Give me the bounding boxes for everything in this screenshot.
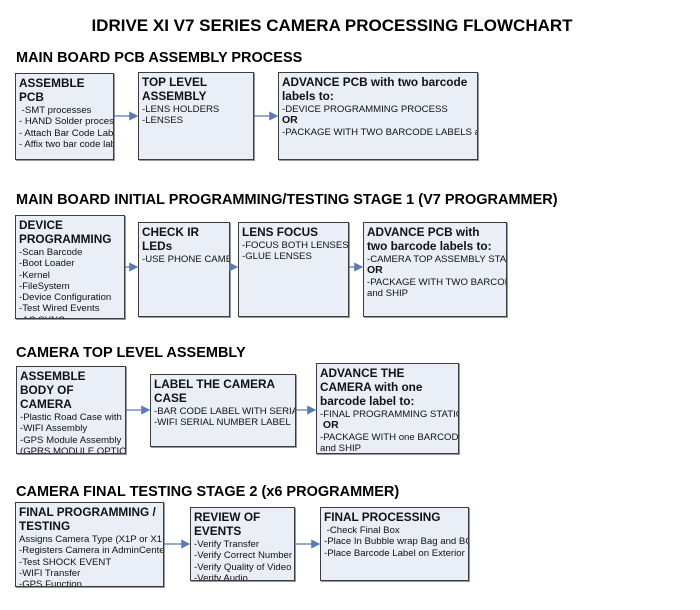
box-line: -Place In Bubble wrap Bag and BOX [324,536,469,548]
process-box: ADVANCE PCB with two barcode labels to:-… [278,72,478,160]
box-line: -Test Wired Events [19,303,100,315]
box-title: REVIEW OF EVENTS [194,510,261,538]
process-box: TOP LEVEL ASSEMBLY-LENS HOLDERS-LENSES [138,72,254,160]
box-line: -WIFI Transfer [19,567,81,579]
box-title: CHECK IR LEDs [142,225,200,253]
box-line: -FOCUS BOTH LENSES [242,240,349,251]
box-line: (GPRS MODULE OPTIONAL [20,445,126,454]
box-title: ADVANCE PCB with two barcode labels to: [367,225,492,253]
box-title: LENS FOCUS [242,225,319,239]
box-title: FINAL PROGRAMMING / TESTING [19,505,156,533]
box-line: -AC SYNC [19,315,121,318]
process-box: LENS FOCUS-FOCUS BOTH LENSES-GLUE LENSES [238,222,349,317]
process-box: ASSEMBLE BODY OF CAMERA-Plastic Road Cas… [16,366,126,454]
process-box: ADVANCE THE CAMERA with one barcode labe… [316,363,459,454]
box-line: - Affix two bar code lables [19,138,113,150]
box-line: -BAR CODE LABEL WITH SERIAL NUMBER [154,406,295,417]
box-line: -Verify Transfer [194,539,260,550]
box-line: - Attach Bar Code Label [19,127,114,139]
process-box: LABEL THE CAMERA CASE-BAR CODE LABEL WIT… [150,374,296,447]
box-line: -CAMERA TOP ASSEMBLY STATION [367,254,506,265]
process-box: CHECK IR LEDs-USE PHONE CAMERA [138,222,230,317]
box-line: OR [282,114,298,127]
process-box: ASSEMBLE PCB -SMT processes- HAND Solder… [15,73,114,160]
box-line: -Boot Loader [19,258,75,270]
box-line: -PACKAGE WITH one BARCODE LABEL [320,431,459,443]
box-line: -SMT processes [19,105,92,116]
box-title: FINAL PROCESSING [324,510,441,524]
box-title: ADVANCE PCB with two barcode labels to: [282,75,468,103]
box-line: and SHIP [367,287,409,299]
box-title: TOP LEVEL ASSEMBLY [142,75,207,103]
box-title: ADVANCE THE CAMERA with one barcode labe… [320,366,423,408]
box-line: -Device Configuration [19,292,112,304]
box-line: -FINAL PROGRAMMING STATION [320,409,459,420]
box-line: -Verify Quality of Video [194,561,292,573]
box-line: -USE PHONE CAMERA [142,254,229,265]
box-line: OR [367,264,383,277]
process-box: REVIEW OF EVENTS-Verify Transfer-Verify … [190,507,295,581]
box-line: -GPS Function [19,579,82,587]
box-line: Assigns Camera Type (X1P or X1-3G) [19,534,164,545]
box-line: -Check Final Box [324,525,400,536]
box-line: -Kernel [19,269,50,281]
process-box: DEVICE PROGRAMMING-Scan Barcode-Boot Loa… [15,215,125,319]
box-title: ASSEMBLE PCB [19,76,85,104]
box-title: DEVICE PROGRAMMING [19,218,112,246]
box-line: -Plastic Road Case with Base [20,412,125,423]
box-line: -Place Barcode Label on Exterior or Box [324,547,468,559]
box-line: -GPS Module Assembly [20,434,122,446]
box-line: -PACKAGE WITH TWO BARCODE LABELS [367,276,506,288]
box-line: -WIFI Assembly [20,423,88,435]
section-heading: MAIN BOARD INITIAL PROGRAMMING/TESTING S… [16,192,558,208]
process-box: FINAL PROCESSING -Check Final Box-Place … [320,507,469,581]
box-line: and SHIP [320,442,362,454]
box-line: -WIFI SERIAL NUMBER LABEL [154,417,291,429]
box-line: -GLUE LENSES [242,251,312,263]
box-title: LABEL THE CAMERA CASE [154,377,275,405]
section-heading: CAMERA TOP LEVEL ASSEMBLY [16,345,246,361]
box-title: ASSEMBLE BODY OF CAMERA [20,369,86,411]
box-line: -Scan Barcode [19,247,83,258]
process-box: ADVANCE PCB with two barcode labels to:-… [363,222,507,317]
box-line: OR [320,419,339,432]
box-line: -Test SHOCK EVENT [19,556,112,568]
box-line: -LENS HOLDERS [142,104,220,115]
box-line: -PACKAGE WITH TWO BARCODE LABELS and SHI… [282,126,477,138]
page-title: IDRIVE XI V7 SERIES CAMERA PROCESSING FL… [91,16,573,35]
box-line: -Registers Camera in AdminCenter [19,545,164,557]
box-line: - HAND Solder processes [19,116,114,128]
box-line: -FileSystem [19,280,70,292]
box-line: -Verify Audio [194,572,248,581]
section-heading: CAMERA FINAL TESTING STAGE 2 (x6 PROGRAM… [16,484,400,500]
box-line: -DEVICE PROGRAMMING PROCESS [282,104,448,115]
box-line: -Verify Correct Number [194,550,293,562]
section-heading: MAIN BOARD PCB ASSEMBLY PROCESS [16,50,303,66]
box-line: -LENSES [142,115,184,127]
